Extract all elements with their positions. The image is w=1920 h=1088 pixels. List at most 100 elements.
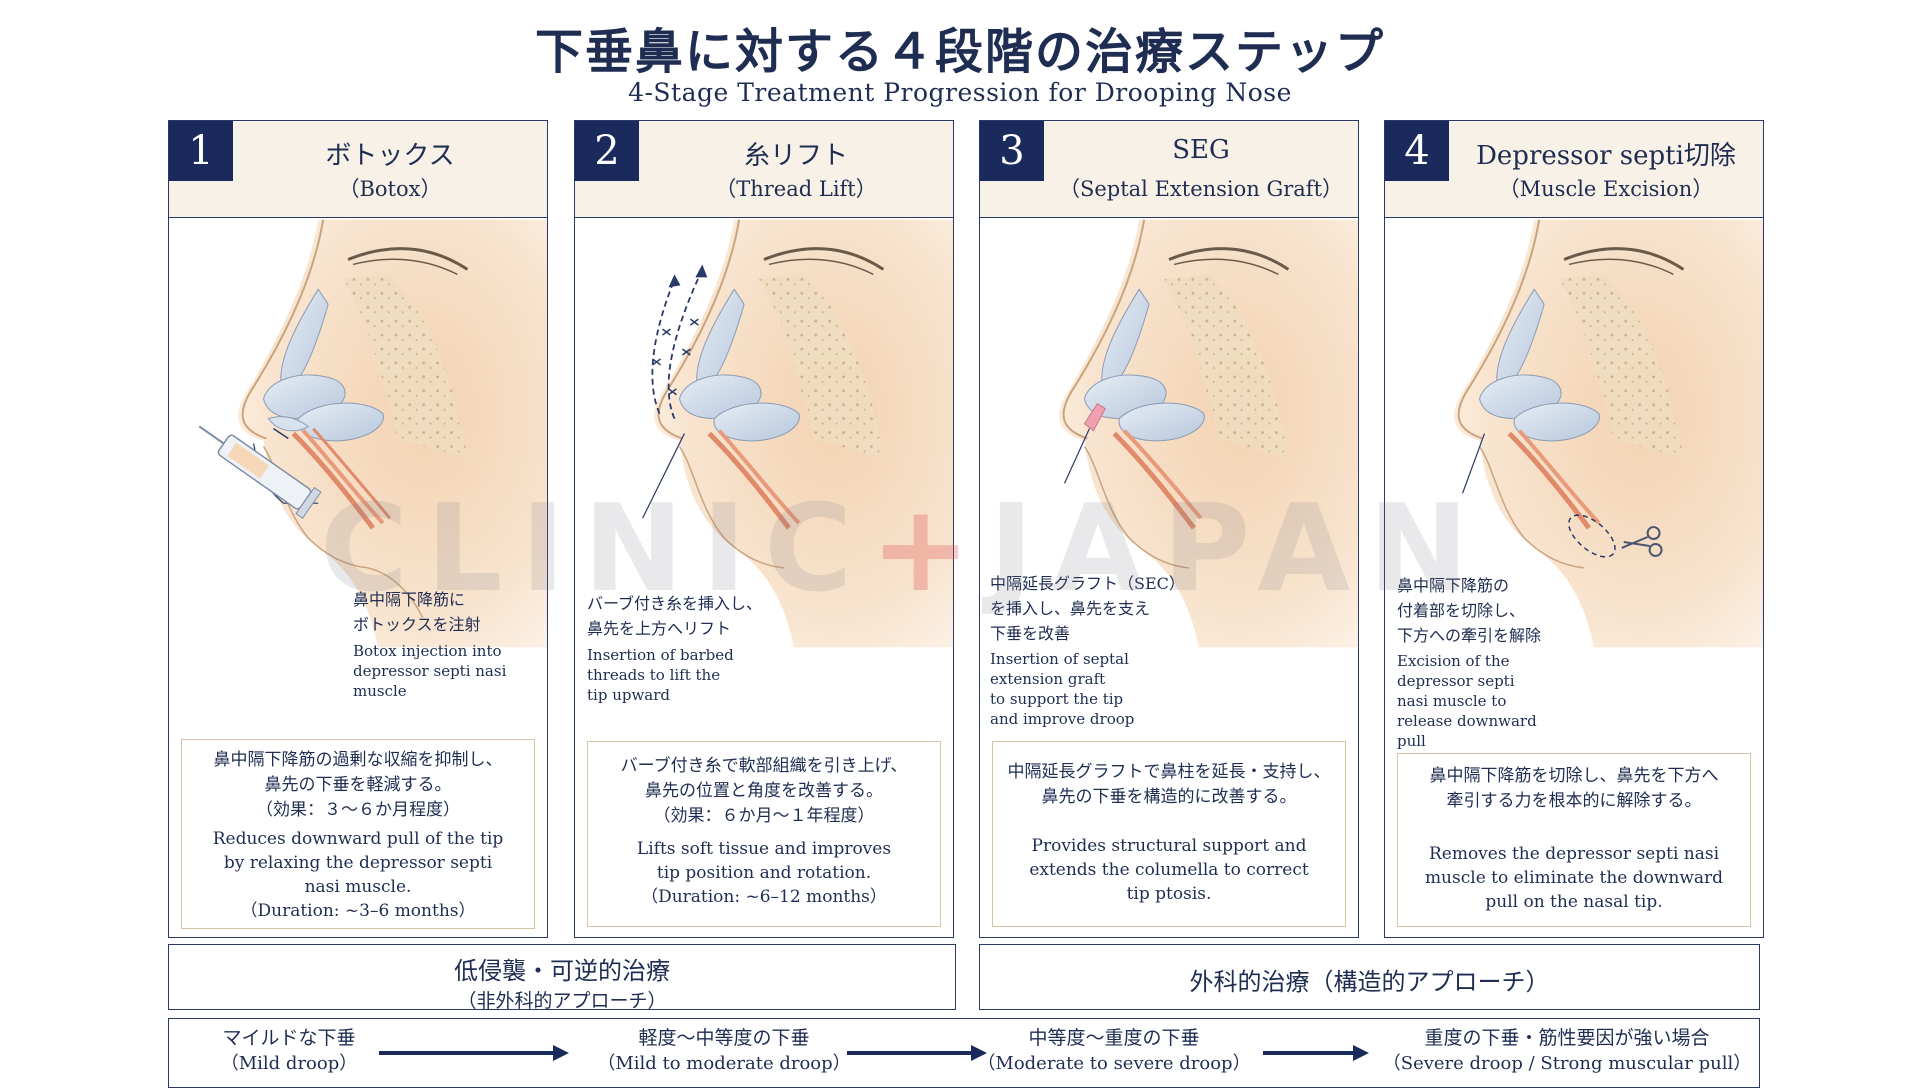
step-title-en: （Botox） (338, 177, 442, 201)
procedure-label-en: Insertion of septal extension graft to s… (990, 649, 1134, 729)
step-number: 4 (1385, 121, 1449, 181)
desc-line: tip position and rotation. (656, 863, 872, 883)
procedure-label-jp: バーブ付き糸を挿入し、 鼻先を上方へリフト (587, 591, 762, 641)
approach-subtitle: （非外科的アプローチ） (457, 990, 667, 1012)
label-line: 中隔延長グラフト（SEC） (990, 574, 1185, 593)
stage-moderate-severe: 中等度〜重度の下垂 （Moderate to severe droop） (969, 1025, 1259, 1077)
approach-title: 低侵襲・可逆的治療 (454, 957, 670, 985)
arrow-right-icon (379, 1045, 569, 1061)
description-box: 鼻中隔下降筋を切除し、鼻先を下方へ 牽引する力を根本的に解除する。 Remove… (1397, 753, 1751, 927)
stage-label-jp: マイルドな下垂 (222, 1027, 356, 1049)
arrow-right-icon (847, 1045, 987, 1061)
desc-line: （Duration: ~3–6 months） (240, 901, 476, 921)
stage-mild-moderate: 軽度〜中等度の下垂 （Mild to moderate droop） (579, 1025, 869, 1077)
step-title-en: （Muscle Excision） (1498, 177, 1714, 201)
label-line: Insertion of septal (990, 650, 1129, 668)
desc-line: 鼻先の下垂を構造的に改善する。 (1041, 787, 1297, 807)
label-line: Botox injection into (353, 642, 502, 660)
panel-header: 1 ボトックス （Botox） (169, 121, 547, 218)
label-line: 鼻先を上方へリフト (587, 619, 732, 638)
label-line: and improve droop (990, 710, 1135, 728)
nose-illustration (642, 219, 953, 648)
stage-mild: マイルドな下垂 （Mild droop） (179, 1025, 399, 1077)
approach-title: 外科的治療（構造的アプローチ） (1189, 968, 1550, 996)
procedure-label-en: Excision of the depressor septi nasi mus… (1397, 651, 1537, 751)
label-line: to support the tip (990, 690, 1124, 708)
desc-line: pull on the nasal tip. (1485, 892, 1663, 912)
page-subtitle: 4-Stage Treatment Progression for Droopi… (628, 78, 1292, 107)
desc-line: Reduces downward pull of the tip (212, 829, 504, 849)
label-line: extension graft (990, 670, 1106, 688)
approach-surgical: 外科的治療（構造的アプローチ） (979, 944, 1760, 1010)
stage-label-jp: 中等度〜重度の下垂 (1028, 1027, 1200, 1049)
label-line: depressor septi nasi (353, 662, 507, 680)
panel-thread-lift: 2 糸リフト （Thread Lift） バーブ付き糸を挿入し、 鼻先を上方へリ… (574, 120, 954, 938)
nose-illustration (1058, 219, 1358, 648)
desc-line: 鼻先の位置と角度を改善する。 (645, 781, 883, 801)
nose-illustration (198, 219, 547, 648)
stage-label-en: （Mild droop） (220, 1053, 358, 1074)
desc-line: tip ptosis. (1126, 884, 1212, 904)
label-line: 付着部を切除し、 (1397, 601, 1526, 620)
stage-severe: 重度の下垂・筋性要因が強い場合 （Severe droop / Strong m… (1379, 1025, 1755, 1077)
label-line: depressor septi (1397, 672, 1515, 690)
step-number: 2 (575, 121, 639, 181)
stage-label-en: （Severe droop / Strong muscular pull） (1382, 1053, 1752, 1074)
label-line: release downward (1397, 712, 1537, 730)
stage-label-en: （Moderate to severe droop） (977, 1053, 1251, 1074)
desc-line: by relaxing the depressor septi (223, 853, 493, 873)
description-box: バーブ付き糸で軟部組織を引き上げ、 鼻先の位置と角度を改善する。 （効果：６か月… (587, 741, 941, 927)
panel-header: 3 SEG （Septal Extension Graft） (980, 121, 1358, 218)
label-line: バーブ付き糸を挿入し、 (587, 594, 763, 613)
desc-line: （効果：３〜６か月程度） (256, 800, 460, 820)
desc-line: 中隔延長グラフトで鼻柱を延長・支持し、 (1007, 762, 1331, 782)
label-line: 鼻中隔下降筋に (353, 590, 466, 609)
label-line: muscle (353, 682, 407, 700)
procedure-label-en: Botox injection into depressor septi nas… (353, 641, 506, 701)
desc-line: Removes the depressor septi nasi (1428, 844, 1720, 864)
label-line: ボトックスを注射 (353, 615, 481, 634)
step-title-jp: ボトックス (325, 141, 455, 171)
label-line: 鼻中隔下降筋の (1397, 576, 1510, 595)
stage-label-jp: 軽度〜中等度の下垂 (638, 1027, 810, 1049)
desc-line: バーブ付き糸で軟部組織を引き上げ、 (620, 756, 908, 776)
label-line: tip upward (587, 686, 671, 704)
panel-botox: 1 ボトックス （Botox） 鼻中隔下降筋に ボトックスを注射 Botox i… (168, 120, 548, 938)
arrow-right-icon (1263, 1045, 1369, 1061)
label-line: nasi muscle to (1397, 692, 1507, 710)
step-number: 3 (980, 121, 1044, 181)
desc-line: （効果：６か月〜１年程度） (653, 806, 875, 826)
step-title-jp: 糸リフト (743, 141, 848, 171)
desc-line: 鼻中隔下降筋の過剰な収縮を抑制し、 (213, 750, 503, 770)
approach-noninvasive: 低侵襲・可逆的治療 （非外科的アプローチ） (168, 944, 956, 1012)
step-title-en: （Thread Lift） (715, 177, 877, 201)
desc-line: Lifts soft tissue and improves (636, 839, 892, 859)
panel-muscle-excision: 4 Depressor septi切除 （Muscle Excision） 鼻中… (1384, 120, 1764, 938)
label-line: threads to lift the (587, 666, 721, 684)
label-line: 下方への牽引を解除 (1397, 626, 1542, 645)
step-title-jp: SEG (1172, 135, 1230, 165)
procedure-label-en: Insertion of barbed threads to lift the … (587, 645, 734, 705)
desc-line: 牽引する力を根本的に解除する。 (1446, 791, 1702, 811)
procedure-label-jp: 鼻中隔下降筋の 付着部を切除し、 下方への牽引を解除 (1397, 573, 1541, 648)
nose-illustration (1453, 219, 1763, 648)
procedure-label-jp: 中隔延長グラフト（SEC） を挿入し、鼻先を支え 下垂を改善 (990, 571, 1185, 646)
label-line: 下垂を改善 (990, 624, 1071, 643)
procedure-label-jp: 鼻中隔下降筋に ボトックスを注射 (353, 587, 481, 637)
step-number: 1 (169, 121, 233, 181)
desc-line: （Duration: ~6–12 months） (641, 887, 887, 907)
page-title: 下垂鼻に対する４段階の治療ステップ (534, 24, 1385, 80)
desc-line: muscle to eliminate the downward (1424, 868, 1724, 888)
stage-label-en: （Mild to moderate droop） (597, 1053, 851, 1074)
step-title-en: （Septal Extension Graft） (1058, 177, 1344, 201)
description-box: 鼻中隔下降筋の過剰な収縮を抑制し、 鼻先の下垂を軽減する。 （効果：３〜６か月程… (181, 739, 535, 929)
panel-header: 4 Depressor septi切除 （Muscle Excision） (1385, 121, 1763, 218)
stage-label-jp: 重度の下垂・筋性要因が強い場合 (1424, 1027, 1710, 1049)
panel-seg: 3 SEG （Septal Extension Graft） 中隔延長グラフト（… (979, 120, 1359, 938)
severity-progression: マイルドな下垂 （Mild droop） 軽度〜中等度の下垂 （Mild to … (168, 1018, 1760, 1088)
label-line: を挿入し、鼻先を支え (990, 599, 1151, 618)
desc-line: nasi muscle. (304, 877, 412, 897)
description-box: 中隔延長グラフトで鼻柱を延長・支持し、 鼻先の下垂を構造的に改善する。 Prov… (992, 741, 1346, 927)
panel-header: 2 糸リフト （Thread Lift） (575, 121, 953, 218)
desc-line: Provides structural support and (1031, 836, 1307, 856)
